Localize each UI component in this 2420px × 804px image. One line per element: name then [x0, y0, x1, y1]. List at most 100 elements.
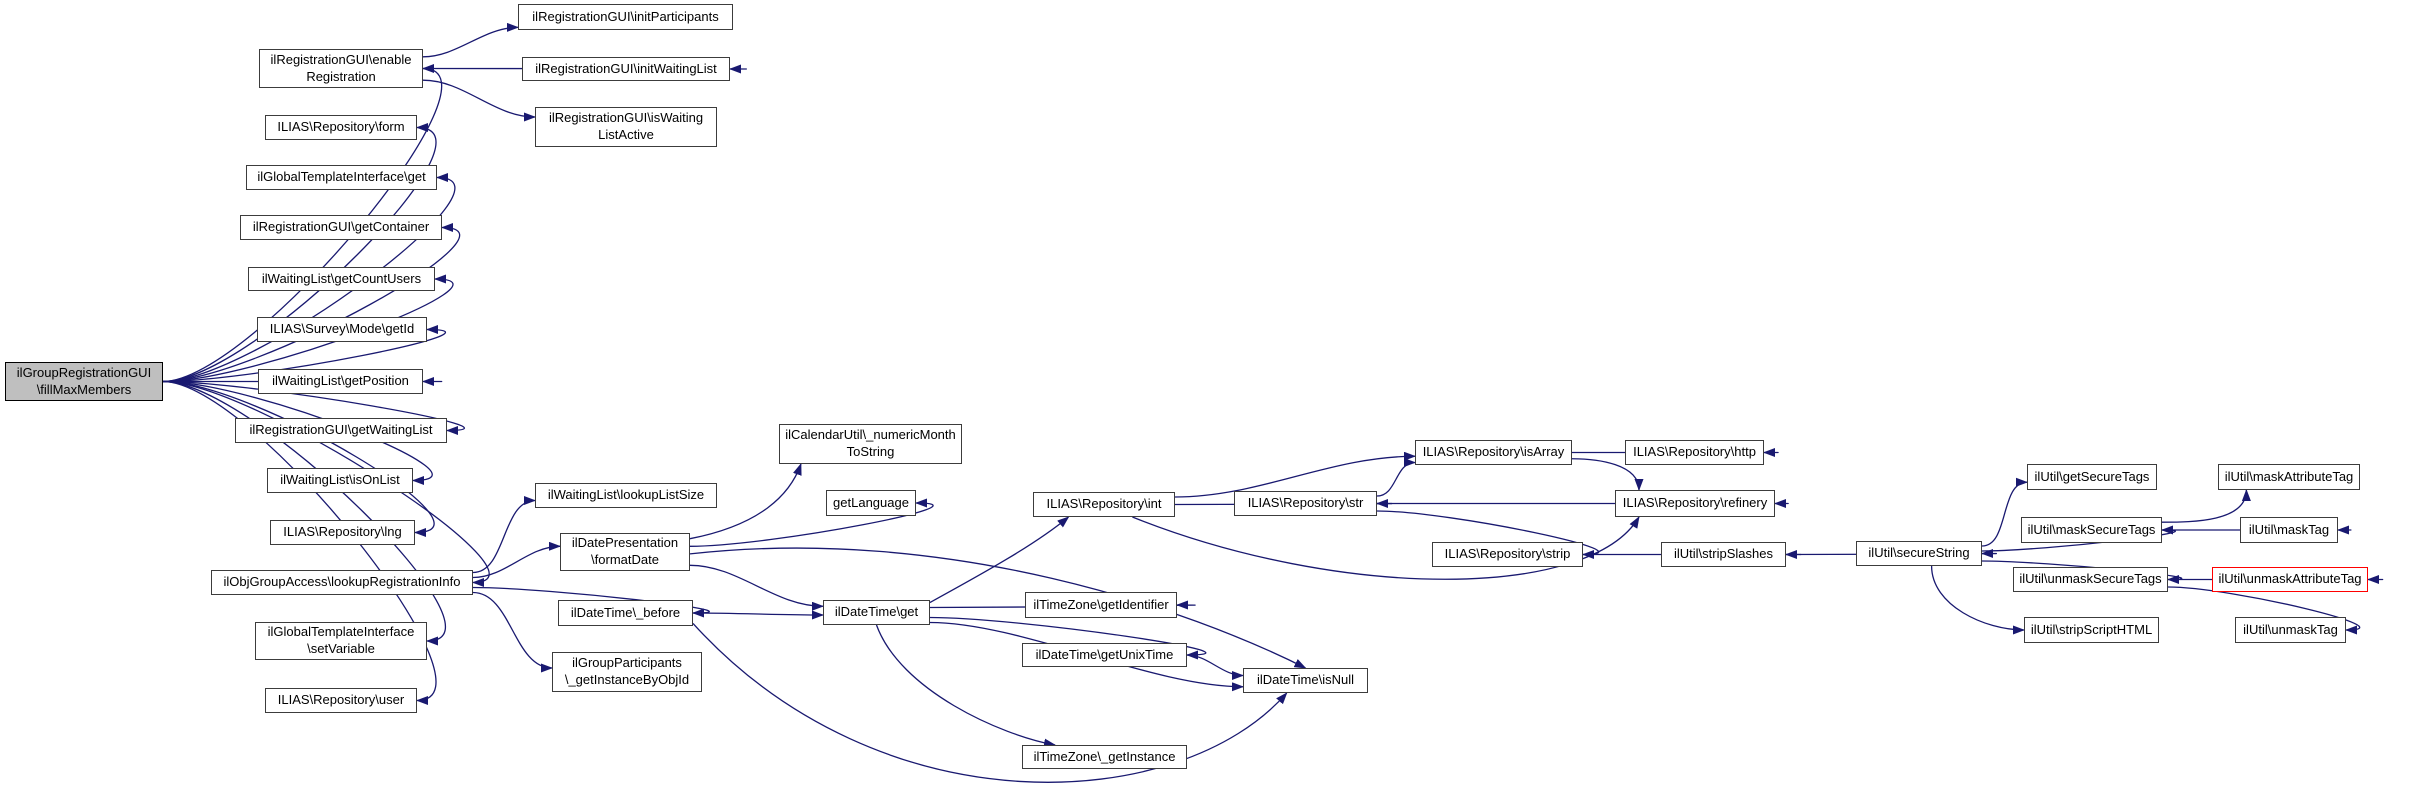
graph-node-unmaskAttributeTag[interactable]: ilUtil\unmaskAttributeTag — [2212, 567, 2368, 592]
graph-node-stripScriptHTML[interactable]: ilUtil\stripScriptHTML — [2024, 617, 2159, 643]
graph-node-getInstanceByObjId[interactable]: ilGroupParticipants\_getInstanceByObjId — [552, 652, 702, 692]
graph-node-get[interactable]: ilDateTime\get — [823, 600, 930, 625]
graph-node-label: ilUtil\getSecureTags — [2034, 468, 2150, 484]
graph-node-label: ilCalendarUtil\_numericMonth — [785, 427, 956, 443]
graph-node-glbGet[interactable]: ilGlobalTemplateInterface\get — [246, 165, 437, 190]
call-edge-str-isArray — [1376, 458, 1416, 497]
graph-node-str[interactable]: ILIAS\Repository\str — [1234, 491, 1377, 516]
call-edge-str-strip — [1376, 510, 1600, 559]
call-edge-int-isArray — [1174, 451, 1416, 498]
graph-node-http[interactable]: ILIAS\Repository\http — [1625, 440, 1764, 465]
call-edge-fillMaxMembers-getContainer — [162, 223, 461, 383]
graph-node-label: \setVariable — [307, 641, 375, 656]
call-edge-enableRegistration-initParticipants — [422, 22, 519, 58]
graph-node-label: getLanguage — [833, 494, 909, 510]
graph-node-label: Registration — [306, 68, 376, 84]
call-edge-fillMaxMembers-setVariable — [162, 380, 446, 646]
graph-node-before[interactable]: ilDateTime\_before — [558, 600, 693, 626]
graph-node-label: ilTimeZone\_getInstance — [1033, 748, 1176, 764]
graph-node-label: ilRegistrationGUI\initParticipants — [532, 8, 719, 24]
graph-node-label: ilRegistrationGUI\enable — [270, 51, 412, 67]
graph-node-label: ilGroupRegistrationGUI — [16, 364, 152, 380]
graph-node-label: ILIAS\Repository\user — [277, 692, 405, 708]
graph-node-user[interactable]: ILIAS\Repository\user — [265, 688, 417, 713]
call-edge-fillMaxMembers-getId — [162, 325, 447, 383]
graph-node-label: ilDateTime\isNull — [1256, 672, 1355, 688]
graph-node-label: ILIAS\Repository\int — [1046, 496, 1162, 512]
graph-node-label: ilRegistrationGUI\getContainer — [252, 219, 430, 235]
graph-node-label: ilWaitingList\getCountUsers — [261, 270, 422, 286]
graph-node-label: ILIAS\Repository\form — [277, 119, 405, 135]
call-edge-int-refinery — [1132, 516, 1640, 580]
graph-node-setVariable[interactable]: ilGlobalTemplateInterface\setVariable — [255, 622, 427, 660]
graph-node-label: ToString — [846, 444, 895, 459]
graph-node-label: ilDateTime\get — [834, 604, 919, 620]
graph-node-label: ilRegistrationGUI\initWaitingList — [535, 60, 717, 76]
graph-node-label: ilObjGroupAccess\lookupRegistrationInfo — [223, 574, 461, 590]
graph-node-lookupListSize[interactable]: ilWaitingList\lookupListSize — [535, 483, 717, 508]
graph-node-maskSecureTags[interactable]: ilUtil\maskSecureTags — [2021, 517, 2162, 543]
graph-node-label: ILIAS\Repository\strip — [1444, 546, 1571, 562]
call-edge-secureString-stripScriptHTML — [1930, 565, 2025, 635]
graph-node-isArray[interactable]: ILIAS\Repository\isArray — [1415, 440, 1572, 465]
graph-node-label: ilGlobalTemplateInterface — [267, 624, 415, 640]
graph-node-label: ilUtil\maskAttributeTag — [2224, 468, 2354, 484]
graph-node-label: ilUtil\unmaskTag — [2243, 621, 2338, 637]
call-edge-fillMaxMembers-lng — [162, 380, 435, 537]
graph-node-stripSlashes[interactable]: ilUtil\stripSlashes — [1661, 542, 1786, 567]
graph-node-getWaitingList[interactable]: ilRegistrationGUI\getWaitingList — [235, 418, 447, 443]
graph-node-label: ILIAS\Repository\str — [1247, 495, 1364, 511]
graph-node-getInstance[interactable]: ilTimeZone\_getInstance — [1022, 745, 1187, 769]
graph-node-unmaskTag[interactable]: ilUtil\unmaskTag — [2235, 617, 2346, 643]
graph-node-form[interactable]: ILIAS\Repository\form — [265, 115, 417, 140]
graph-node-isOnList[interactable]: ilWaitingList\isOnList — [267, 468, 413, 493]
call-edge-formatDate-getLanguage — [689, 498, 934, 547]
graph-node-label: ilWaitingList\isOnList — [280, 472, 400, 488]
graph-node-isNull[interactable]: ilDateTime\isNull — [1243, 668, 1368, 693]
graph-node-label: ListActive — [598, 127, 654, 142]
graph-node-initWaitingList[interactable]: ilRegistrationGUI\initWaitingList — [522, 57, 730, 81]
graph-node-getUnixTime[interactable]: ilDateTime\getUnixTime — [1022, 643, 1187, 667]
graph-node-getContainer[interactable]: ilRegistrationGUI\getContainer — [240, 215, 442, 240]
graph-node-label: ilUtil\unmaskSecureTags — [2019, 571, 2162, 587]
graph-node-fillMaxMembers[interactable]: ilGroupRegistrationGUI\fillMaxMembers — [5, 362, 163, 401]
call-edge-before-isNull — [692, 622, 1288, 783]
graph-node-label: ilDateTime\getUnixTime — [1035, 646, 1174, 662]
graph-node-getLanguage[interactable]: getLanguage — [826, 490, 916, 516]
graph-node-formatDate[interactable]: ilDatePresentation\formatDate — [560, 533, 690, 571]
graph-node-strip[interactable]: ILIAS\Repository\strip — [1432, 542, 1583, 567]
graph-node-label: ILIAS\Repository\http — [1633, 444, 1756, 460]
graph-node-maskTag[interactable]: ilUtil\maskTag — [2240, 517, 2338, 543]
graph-node-lng[interactable]: ILIAS\Repository\lng — [270, 520, 415, 545]
graph-node-refinery[interactable]: ILIAS\Repository\refinery — [1615, 490, 1775, 517]
graph-node-label: ilUtil\maskTag — [2248, 521, 2330, 537]
graph-node-maskAttributeTag[interactable]: ilUtil\maskAttributeTag — [2218, 464, 2360, 490]
call-edge-formatDate-isNull — [689, 547, 1307, 669]
call-edge-get-getInstance — [875, 624, 1056, 748]
graph-node-getIdentifier[interactable]: ilTimeZone\getIdentifier — [1025, 592, 1177, 618]
graph-node-initParticipants[interactable]: ilRegistrationGUI\initParticipants — [518, 4, 733, 30]
graph-node-label: ilWaitingList\getPosition — [272, 373, 409, 389]
graph-node-unmaskSecureTags[interactable]: ilUtil\unmaskSecureTags — [2013, 567, 2168, 592]
graph-node-secureString[interactable]: ilUtil\secureString — [1856, 541, 1982, 566]
call-edge-fillMaxMembers-getWaitingList — [162, 380, 466, 435]
graph-node-label: ilUtil\maskSecureTags — [2027, 521, 2156, 537]
graph-node-int[interactable]: ILIAS\Repository\int — [1033, 492, 1175, 517]
graph-node-getId[interactable]: ILIAS\Survey\Mode\getId — [257, 317, 427, 342]
graph-node-label: ilWaitingList\lookupListSize — [547, 487, 705, 503]
graph-node-getPosition[interactable]: ilWaitingList\getPosition — [258, 369, 423, 394]
call-edge-unmaskSecureTags-unmaskTag — [2167, 586, 2361, 635]
call-edge-formatDate-get — [689, 564, 824, 611]
call-edge-isArray-refinery — [1571, 458, 1644, 491]
graph-node-label: ilTimeZone\getIdentifier — [1033, 596, 1169, 612]
graph-node-getCountUsers[interactable]: ilWaitingList\getCountUsers — [248, 267, 435, 291]
call-edge-getUnixTime-isNull — [1186, 654, 1244, 680]
graph-node-label: ilUtil\unmaskAttributeTag — [2218, 571, 2362, 587]
call-edge-lookupRegistrationInfo-lookupListSize — [472, 496, 536, 574]
graph-node-getSecureTags[interactable]: ilUtil\getSecureTags — [2027, 464, 2157, 490]
graph-node-lookupRegistrationInfo[interactable]: ilObjGroupAccess\lookupRegistrationInfo — [211, 570, 473, 595]
graph-node-label: ILIAS\Repository\refinery — [1622, 495, 1768, 511]
